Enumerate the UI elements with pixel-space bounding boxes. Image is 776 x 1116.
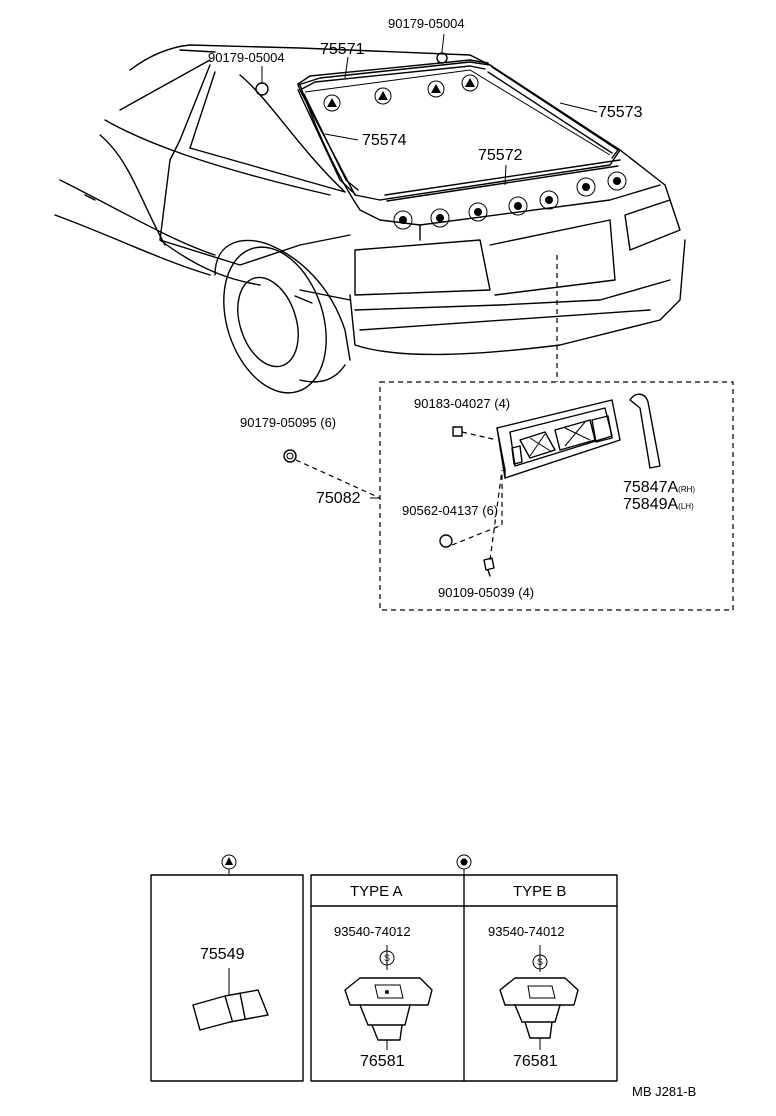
car-body-illustration [54, 44, 686, 394]
type-a-header: TYPE A [350, 883, 403, 900]
molding-strips [297, 59, 621, 202]
label-type-b-part-bottom: 76581 [513, 1053, 558, 1070]
label-type-a-part-bottom: 76581 [360, 1053, 405, 1070]
label-screw-4: 90109-05039 (4) [438, 585, 534, 600]
label-molding-left: 75574 [362, 132, 407, 149]
pad-lh-side: (LH) [678, 502, 694, 511]
legend-circle-symbol [456, 854, 472, 870]
pad-rh-side: (RH) [678, 485, 695, 494]
s-marker-a: S [384, 953, 390, 963]
label-nut-6: 90179-05095 (6) [240, 415, 336, 430]
type-b-header: TYPE B [513, 883, 566, 900]
label-legend-triangle-part: 75549 [200, 946, 245, 963]
label-molding-top: 75571 [320, 41, 365, 58]
pad-rh-number: 75847A [623, 479, 678, 496]
circle-clip-markers [393, 171, 627, 230]
label-type-a-part-top: 93540-74012 [334, 924, 411, 939]
label-roof-clip-right: 90179-05004 [388, 16, 465, 31]
label-pad-rh: 75847A(RH) [623, 479, 695, 496]
label-washer-6: 90562-04137 (6) [402, 503, 498, 518]
label-molding-right: 75573 [598, 104, 643, 121]
label-molding-bottom: 75572 [478, 147, 523, 164]
s-marker-b: S [537, 957, 543, 967]
label-nut-4: 90183-04027 (4) [414, 396, 510, 411]
garnish-assembly [283, 255, 734, 611]
pad-lh-number: 75849A [623, 496, 678, 513]
label-pad-lh: 75849A(LH) [623, 496, 694, 513]
label-roof-clip-left: 90179-05004 [208, 50, 285, 65]
triangle-clip-markers [323, 74, 479, 112]
page-code: MB J281-B [632, 1084, 696, 1099]
legend-triangle-symbol [221, 854, 237, 870]
label-garnish: 75082 [316, 490, 361, 507]
label-type-b-part-top: 93540-74012 [488, 924, 565, 939]
legend-section [150, 854, 618, 1082]
leader-lines-top [261, 33, 598, 186]
